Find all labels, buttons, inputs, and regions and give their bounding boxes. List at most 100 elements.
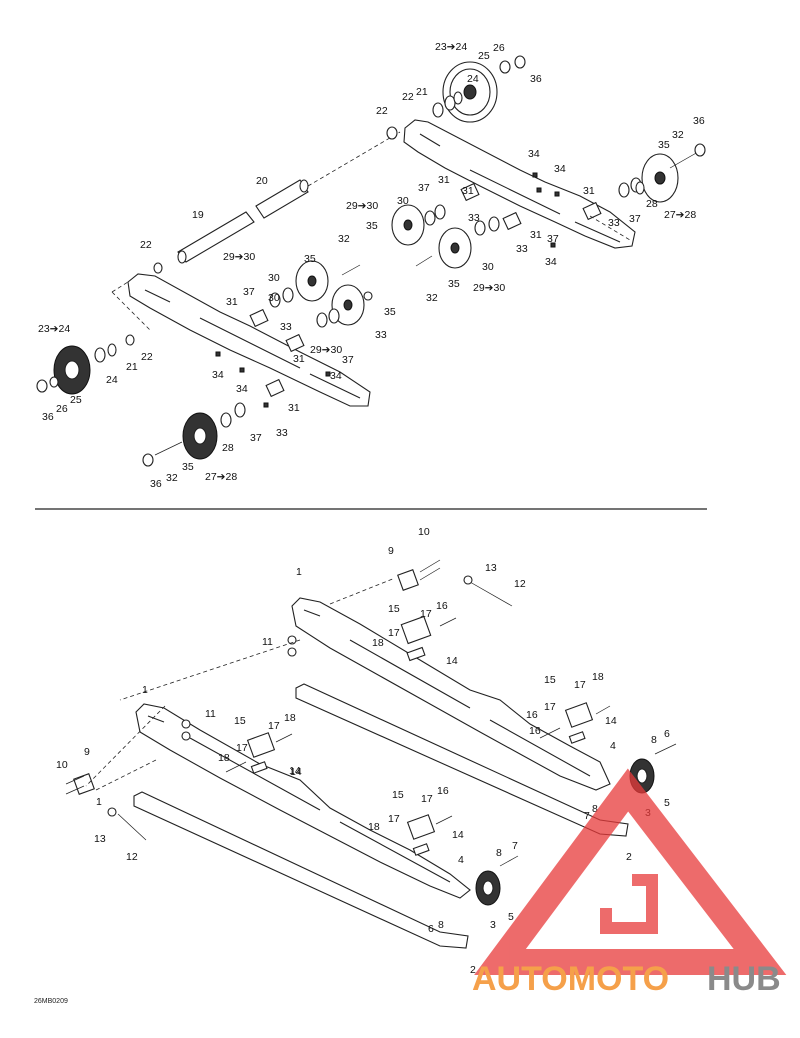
callout: 25 xyxy=(70,394,82,406)
callout: 12 xyxy=(126,851,138,863)
callout: 23➔24 xyxy=(435,41,467,53)
callout: 14 xyxy=(446,655,458,667)
callout: 14 xyxy=(289,765,301,777)
callout: 35 xyxy=(304,253,316,265)
callout: 37 xyxy=(629,213,641,225)
callout: 33 xyxy=(375,329,387,341)
callout: 5 xyxy=(664,797,670,809)
callout: 31 xyxy=(438,174,450,186)
callout: 17 xyxy=(420,608,432,620)
callout: 7 xyxy=(512,840,518,852)
slider-upper xyxy=(295,683,629,837)
axle-brackets xyxy=(249,182,602,398)
callout: 37 xyxy=(547,233,559,245)
callout: 26 xyxy=(56,403,68,415)
callout: 37 xyxy=(250,432,262,444)
callout: 8 xyxy=(651,734,657,746)
callout: 32 xyxy=(672,129,684,141)
callout: 34 xyxy=(545,256,557,268)
watermark-logo xyxy=(474,768,787,975)
brand-automoto: AUTOMOTO xyxy=(472,960,669,998)
slider-lower xyxy=(133,791,469,949)
callout: 21 xyxy=(416,86,428,98)
callout: 17 xyxy=(388,627,400,639)
callout: 17 xyxy=(236,742,248,754)
callout: 33 xyxy=(276,427,288,439)
mount-brackets xyxy=(73,569,419,795)
callout: 24 xyxy=(106,374,118,386)
callout: 35 xyxy=(182,461,194,473)
watermark-text: AUTOMOTO HUB xyxy=(472,960,781,998)
callout: 35 xyxy=(448,278,460,290)
callout: 16 xyxy=(529,725,541,737)
callout: 36 xyxy=(530,73,542,85)
callout: 11 xyxy=(262,636,273,648)
callout: 26 xyxy=(493,42,505,54)
callout: 36 xyxy=(150,478,162,490)
callout: 6 xyxy=(664,728,670,740)
callout: 14 xyxy=(605,715,617,727)
cross-shaft xyxy=(177,131,401,264)
callout: 37 xyxy=(342,354,354,366)
callout: 13 xyxy=(485,562,497,574)
callout: 8 xyxy=(438,919,444,931)
brand-hub: HUB xyxy=(707,960,781,998)
lower-labels: 10 9 1 13 12 15 17 16 11 18 17 14 15 17 … xyxy=(56,526,670,976)
callout: 27➔28 xyxy=(205,471,237,483)
callout: 33 xyxy=(280,321,292,333)
callout: 8 xyxy=(496,847,502,859)
callout: 31 xyxy=(462,185,474,197)
callout: 34 xyxy=(554,163,566,175)
idler-wheel-mid2 xyxy=(438,227,472,269)
callout: 16 xyxy=(437,785,449,797)
callout: 32 xyxy=(426,292,438,304)
callout: 22 xyxy=(141,351,153,363)
callout: 33 xyxy=(608,217,620,229)
callout: 22 xyxy=(376,105,388,117)
callout: 8 xyxy=(592,803,598,815)
callout: 9 xyxy=(388,545,394,557)
callout: 18 xyxy=(368,821,380,833)
callout: 17 xyxy=(268,720,280,732)
callout: 11 xyxy=(205,708,216,720)
callout: 34 xyxy=(330,370,342,382)
stopper-blocks xyxy=(246,615,594,856)
callout: 19 xyxy=(192,209,204,221)
callout: 15 xyxy=(388,603,400,615)
callout: 2 xyxy=(470,964,476,976)
idler-wheel-mid3 xyxy=(295,260,329,302)
callout: 17 xyxy=(544,701,556,713)
upper-labels: 23➔24 25 26 36 24 22 21 22 36 32 35 34 3… xyxy=(38,41,705,490)
callout: 1 xyxy=(296,566,302,578)
callout: 34 xyxy=(236,383,248,395)
callout: 31 xyxy=(530,229,542,241)
callout: 6 xyxy=(428,923,434,935)
callout: 18 xyxy=(218,752,230,764)
callout: 29➔30 xyxy=(223,251,255,263)
callout: 27➔28 xyxy=(664,209,696,221)
callout: 33 xyxy=(516,243,528,255)
upper-assembly xyxy=(36,55,706,467)
rail-upper xyxy=(291,597,611,791)
callout: 25 xyxy=(478,50,490,62)
left-rail xyxy=(127,273,371,407)
callout: 21 xyxy=(126,361,138,373)
callout: 16 xyxy=(526,709,538,721)
callout: 1 xyxy=(142,684,148,696)
callout: 36 xyxy=(42,411,54,423)
callout: 18 xyxy=(592,671,604,683)
right-rail xyxy=(403,119,636,249)
callout: 35 xyxy=(384,306,396,318)
callout: 18 xyxy=(284,712,296,724)
callout: 12 xyxy=(514,578,526,590)
callout: 9 xyxy=(84,746,90,758)
callout: 34 xyxy=(212,369,224,381)
callout: 31 xyxy=(293,353,305,365)
callout: 37 xyxy=(243,286,255,298)
callout: 17 xyxy=(574,679,586,691)
callout: 10 xyxy=(418,526,430,538)
callout: 20 xyxy=(256,175,268,187)
callout: 29➔30 xyxy=(310,344,342,356)
idler-wheel-bottom xyxy=(182,412,218,460)
